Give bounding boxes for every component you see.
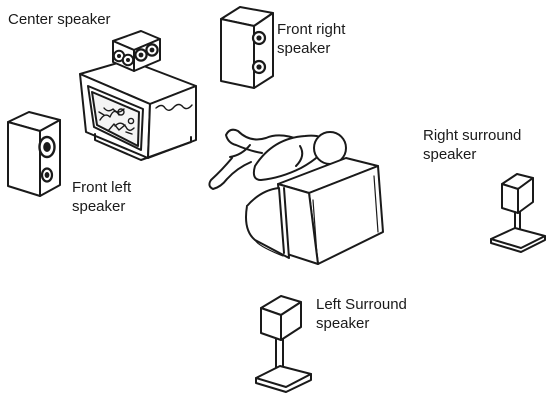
right-surround-speaker-label: Right surround speaker <box>423 126 521 164</box>
right-surround-speaker-label-line-1: Right surround <box>423 127 522 144</box>
front-right-speaker-label-line-1: Front right <box>277 21 346 38</box>
listener <box>208 128 347 190</box>
left-surround-speaker-label-line-1: Left Surround <box>316 296 407 313</box>
front-right-speaker-label-line-2: speaker <box>277 40 331 57</box>
right-surround-speaker-label-line-2: speaker <box>423 146 477 163</box>
listener-on-sofa <box>208 128 384 265</box>
tv-screen-picture <box>98 107 135 135</box>
front-left-speaker <box>7 111 61 197</box>
right-surround-speaker <box>490 173 546 253</box>
front-left-speaker-label-line-2: speaker <box>72 198 126 215</box>
front-right-speaker <box>220 6 274 89</box>
center-speaker-label-line-1: Center speaker <box>8 11 111 28</box>
front-right-speaker-label: Front right speaker <box>277 20 345 58</box>
left-surround-speaker <box>255 295 312 393</box>
left-surround-speaker-label-line-2: speaker <box>316 315 370 332</box>
front-left-speaker-label-line-1: Front left <box>72 179 132 196</box>
left-surround-speaker-label: Left Surround speaker <box>316 295 407 333</box>
front-left-speaker-label: Front left speaker <box>72 178 131 216</box>
television <box>79 59 197 161</box>
center-speaker-label: Center speaker <box>8 10 111 29</box>
sofa <box>245 157 384 265</box>
center-speaker <box>112 30 161 72</box>
